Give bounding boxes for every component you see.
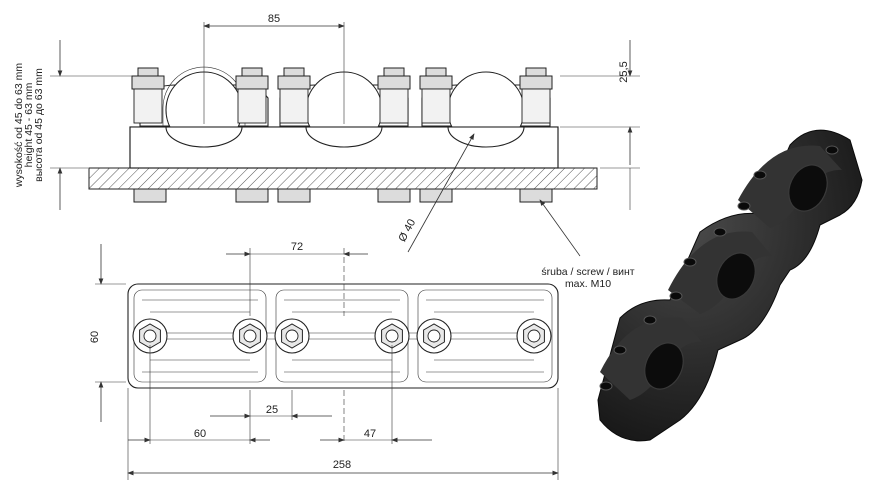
height-label-ru: высота od 45 до 63 mm <box>33 68 45 182</box>
screw-label-1: śruba / screw / винт <box>541 266 634 278</box>
mounting-plate <box>88 167 598 190</box>
plan-nuts <box>132 318 552 354</box>
screw-label-2: max. M10 <box>565 278 611 290</box>
product-render <box>597 129 863 442</box>
dim-47: 47 <box>364 428 376 440</box>
plan-view: 72 60 25 60 47 258 <box>89 241 559 480</box>
height-label-en: height 45 - 63 mm <box>23 82 35 167</box>
plan-nut <box>516 318 552 354</box>
height-label: wysokość od 45 do 63 mm height 45 - 63 m… <box>13 63 45 189</box>
plan-nut <box>132 318 168 354</box>
plan-nut <box>374 318 410 354</box>
top-nuts <box>131 67 553 124</box>
dim-60-horizontal: 60 <box>194 428 206 440</box>
plan-nut <box>274 318 310 354</box>
pipe-hole-1 <box>788 164 828 212</box>
dim-72: 72 <box>291 241 303 253</box>
height-label-pl: wysokość od 45 do 63 mm <box>13 63 25 189</box>
pipe-hole-3 <box>644 342 684 390</box>
plan-nut <box>232 318 268 354</box>
dim-25-5: 25,5 <box>618 61 630 82</box>
bolt-holes-3d <box>599 145 839 391</box>
plan-nut <box>416 318 452 354</box>
dim-85: 85 <box>268 13 280 25</box>
plan-outline <box>127 283 559 389</box>
dim-25: 25 <box>266 404 278 416</box>
pipe-hole-2 <box>716 252 756 300</box>
side-elevation: 85 25,5 wysokość od 45 do 63 mm height 4… <box>13 13 640 290</box>
bottom-nuts <box>133 188 553 203</box>
dim-258: 258 <box>333 459 351 471</box>
dim-60-vertical: 60 <box>89 331 101 343</box>
